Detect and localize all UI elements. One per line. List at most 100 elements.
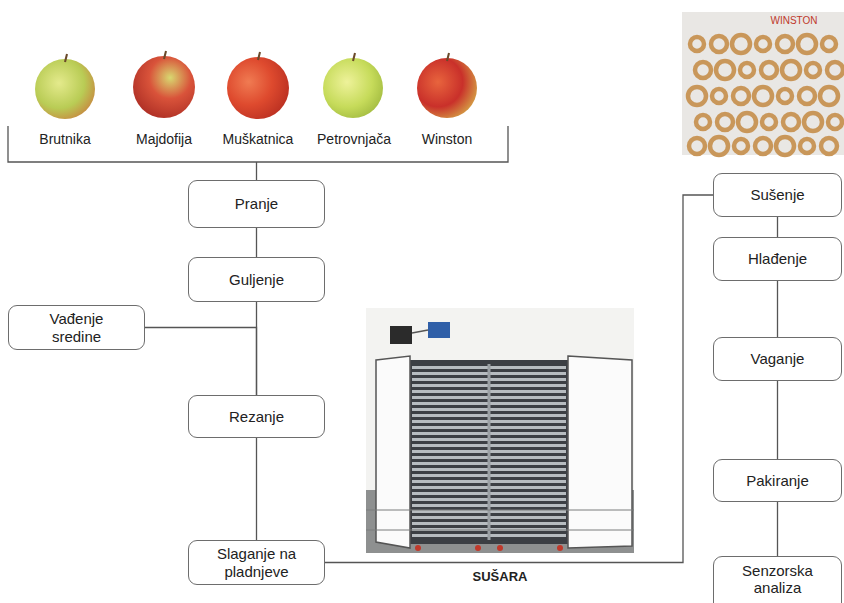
dried-apple-photo-part (761, 62, 777, 78)
step-label: Vađenje sredine (27, 310, 126, 345)
process-box: Sušenje (713, 173, 842, 217)
dryer-photo-part (366, 510, 634, 511)
dried-apple-photo-part (800, 139, 814, 153)
flow-connector (145, 328, 257, 396)
step-label: Rezanje (229, 408, 284, 425)
step-label: Vaganje (751, 350, 805, 367)
caption-label: Petrovnjača (304, 131, 404, 147)
process-box: Rezanje (188, 395, 325, 438)
process-box: Vaganje (713, 337, 842, 381)
dryer-photo-part (497, 545, 503, 551)
dryer-photo-part (557, 545, 563, 551)
process-box: Senzorska analiza (713, 556, 842, 603)
process-box: Pakiranje (713, 459, 842, 502)
apple-photos (35, 51, 477, 119)
dried-apple-photo-part (734, 139, 748, 153)
dryer-photo-part (408, 360, 570, 544)
bracket-line-part (8, 126, 508, 162)
flow-connector (325, 195, 713, 563)
dryer-photo-part (428, 322, 450, 338)
process-box: Slaganje na pladnjeve (188, 540, 325, 585)
dried-apple-photo-part (716, 61, 734, 79)
dried-apple-photo-part (682, 12, 844, 155)
dried-apple-photo-part (689, 138, 705, 154)
caption-label: Winston (402, 131, 492, 147)
bracket-line (8, 126, 508, 180)
dryer-photo-part (488, 364, 491, 540)
step-label: Pakiranje (746, 472, 809, 489)
dried-apple-photo-part (696, 115, 710, 129)
apple-photos-part (227, 57, 289, 119)
dried-apple-photo-part (695, 62, 711, 78)
flow-connector (777, 502, 778, 556)
caption-label: Brutnika (10, 131, 120, 147)
apple-photos-part (447, 53, 449, 61)
step-label: Slaganje na pladnjeve (207, 545, 306, 580)
dryer-photo-part (366, 530, 634, 531)
dried-apple-photo-part (798, 35, 816, 53)
dried-apple-photo-part (799, 88, 815, 104)
step-label: Pranje (235, 195, 278, 212)
dried-apple-photo-part (712, 89, 726, 103)
bracket-line-part (256, 162, 257, 180)
dried-apple-photo-part (778, 89, 792, 103)
dried-apple-photo (682, 12, 844, 155)
dried-apple-photo-part (821, 138, 837, 154)
process-box: Guljenje (188, 257, 325, 302)
flow-connector (777, 281, 778, 337)
dried-apple-photo-part (828, 115, 842, 129)
dried-apple-photo-part (783, 114, 799, 130)
process-box: Vađenje sredine (8, 305, 145, 350)
flow-connector (777, 381, 778, 459)
step-label: Sušenje (750, 186, 804, 203)
dried-apple-photo-part (732, 35, 750, 53)
apple-photos-part (417, 58, 477, 118)
apple-photos-part (353, 53, 355, 61)
caption-label: Majdofija (114, 131, 214, 147)
apple-photos-part (164, 51, 166, 59)
dryer-photo-part (475, 545, 481, 551)
dried-apple-photo-part (740, 63, 754, 77)
dried-apple-photo-part (777, 36, 793, 52)
dried-apple-photo-part (782, 61, 800, 79)
flow-connector (777, 217, 778, 237)
process-box: Pranje (188, 180, 325, 228)
dried-apple-photo-part (762, 115, 776, 129)
photo-inscription: WINSTON (759, 15, 829, 27)
dried-apple-photo-part (822, 37, 836, 51)
dried-apple-photo-part (806, 63, 820, 77)
dried-apple-photo-part (738, 113, 756, 131)
caption-label: SUŠARA (440, 570, 560, 585)
dried-apple-photo-part (827, 62, 843, 78)
step-label: Guljenje (229, 271, 284, 288)
dried-apple-photo-part (756, 37, 770, 51)
dried-apple-photo-part (733, 88, 749, 104)
apple-photos-part (133, 56, 195, 118)
dried-apple-photo-part (690, 37, 704, 51)
flow-connector (256, 438, 257, 540)
caption-label: Muškatnica (208, 131, 308, 147)
step-label: Hlađenje (748, 250, 807, 267)
dried-apple-photo-part (711, 36, 727, 52)
apple-photos-part (323, 58, 383, 118)
dried-apple-photo-part (776, 137, 794, 155)
apple-photos-part (65, 54, 67, 62)
flow-connector (256, 228, 257, 257)
dried-apple-photo-part (688, 87, 706, 105)
process-box: Hlađenje (713, 237, 842, 281)
dried-apple-photo-part (754, 87, 772, 105)
dried-apple-photo-part (820, 87, 838, 105)
dryer-photo-part (366, 308, 634, 553)
dried-apple-photo-part (755, 138, 771, 154)
dried-apple-photo-part (717, 114, 733, 130)
dryer-photo-part (376, 356, 410, 548)
dried-apple-photo-part (710, 137, 728, 155)
step-label: Senzorska analiza (732, 562, 823, 597)
dryer-photo-part (568, 356, 632, 548)
apple-photos-part (258, 52, 260, 60)
dryer-photo (366, 308, 634, 553)
dryer-photo-part (415, 545, 421, 551)
dried-apple-photo-part (804, 113, 822, 131)
